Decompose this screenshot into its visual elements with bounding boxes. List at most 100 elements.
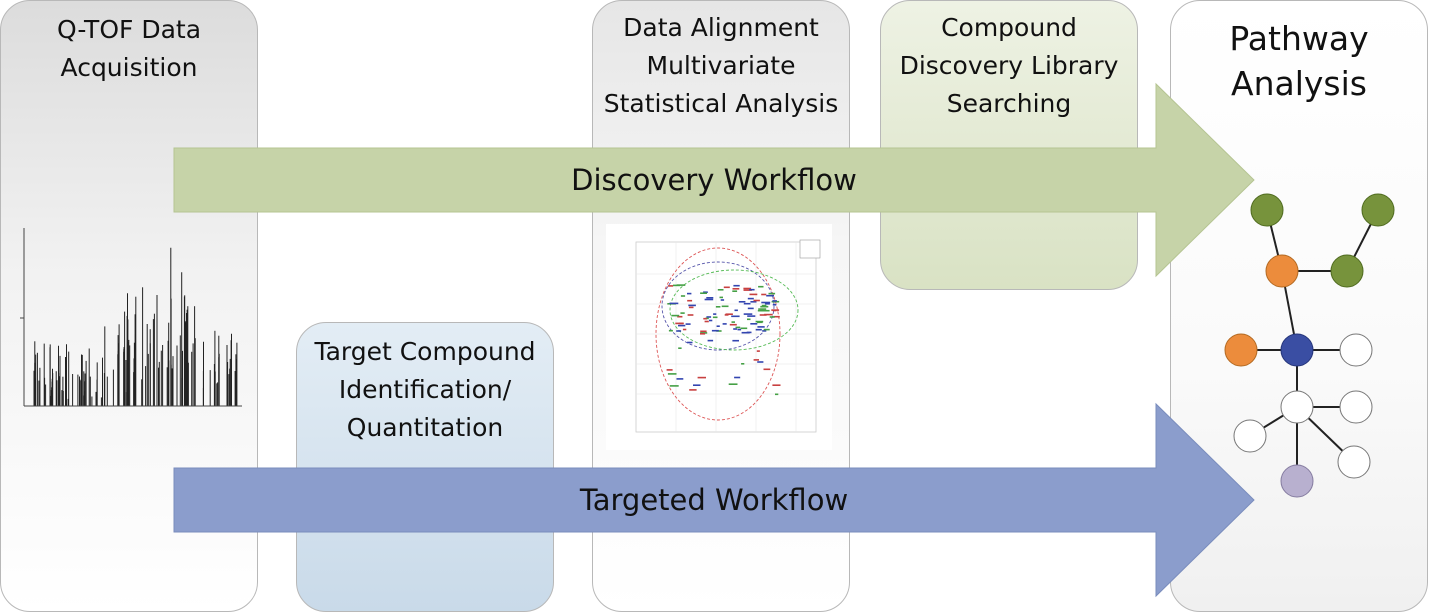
scatter-point [700, 330, 707, 333]
scatter-point [728, 383, 738, 385]
scatter-point [667, 285, 674, 287]
scatter-point [734, 376, 741, 379]
scatter-point [758, 308, 767, 310]
discovery-workflow-label: Discovery Workflow [571, 163, 857, 197]
scatter-point [743, 287, 752, 290]
scatter-point [743, 289, 752, 291]
scatter-point [706, 297, 714, 299]
scatter-point [734, 309, 738, 312]
scatter-point [687, 314, 694, 316]
targeted-workflow-label: Targeted Workflow [579, 483, 849, 517]
alignment-title-line2: Multivariate [646, 51, 796, 80]
scatter-point [678, 347, 682, 349]
scatter-point [704, 298, 714, 301]
target-title-line1: Target Compound [314, 337, 536, 366]
compound-title-line1: Compound [941, 13, 1077, 42]
scatter-point [713, 313, 717, 315]
scatter-point [719, 296, 723, 299]
acquisition-panel: Q-TOF Data Acquisition [0, 0, 258, 612]
pathway-title-line2: Analysis [1231, 64, 1367, 103]
scatter-point [716, 330, 722, 332]
alignment-title-line1: Data Alignment [623, 13, 819, 42]
scatter-point [761, 293, 767, 296]
scatter-point [688, 306, 694, 309]
scatter-point [747, 315, 756, 317]
scatter-point [716, 325, 720, 327]
scatter-point [722, 323, 727, 325]
scatter-point [743, 313, 753, 315]
scatter-point [680, 312, 685, 314]
scatter-point [757, 309, 764, 312]
scatter-point [749, 293, 758, 296]
acquisition-title-line2: Acquisition [60, 53, 198, 82]
scatter-point [723, 286, 730, 289]
scatter-point [750, 301, 757, 303]
pathway-panel: Pathway Analysis [1170, 0, 1428, 612]
scatter-point [676, 284, 686, 286]
scatter-point [761, 304, 767, 307]
compound-title-line3: Searching [946, 89, 1072, 118]
scatter-point [772, 300, 777, 302]
scatter-point [724, 314, 729, 316]
scatter-point [753, 359, 759, 361]
scatter-point [764, 313, 773, 316]
acquisition-title-line1: Q-TOF Data [56, 15, 202, 44]
scatter-point [687, 341, 693, 344]
scatter-point [703, 291, 708, 293]
pathway-title-line1: Pathway [1229, 19, 1369, 58]
scatter-point [687, 292, 692, 295]
scatter-point [749, 288, 755, 291]
scatter-point [732, 288, 740, 290]
scatter-point [753, 299, 760, 302]
scatter-point [740, 327, 748, 330]
scatter-point [685, 323, 691, 325]
scatter-point [735, 326, 741, 329]
scatter-point [676, 330, 682, 332]
scatter-point [758, 285, 764, 288]
scatter-point [704, 320, 709, 323]
scatter-point [687, 299, 693, 302]
scatter-point [741, 363, 745, 365]
target-panel: Target Compound Identification/ Quantita… [296, 322, 554, 612]
scatter-point [671, 314, 680, 317]
pca-scatter-plot [606, 224, 832, 450]
scatter-point [764, 303, 770, 305]
scatter-point [673, 284, 681, 287]
scatter-point [755, 328, 762, 331]
scatter-point [720, 299, 725, 301]
scatter-point [731, 315, 740, 318]
scatter-point [725, 313, 733, 315]
scatter-point [750, 323, 758, 325]
scatter-point [721, 305, 729, 308]
scatter-point [682, 328, 687, 331]
alignment-title-line3: Statistical Analysis [603, 89, 839, 118]
scatter-point [738, 301, 746, 303]
scatter-point [709, 319, 713, 322]
scatter-point [669, 302, 679, 305]
scatter-point [733, 328, 738, 330]
scatter-point [762, 330, 767, 332]
scatter-point [763, 368, 771, 371]
scatter-point [741, 331, 750, 334]
scatter-point [693, 384, 701, 386]
scatter-point [772, 304, 777, 306]
scatter-point [763, 328, 770, 331]
scatter-point [761, 301, 771, 304]
scatter-point [775, 393, 779, 396]
scatter-point [771, 309, 780, 311]
scatter-point [759, 314, 767, 316]
scatter-point [715, 306, 721, 308]
scatter-point [669, 385, 679, 387]
scatter-point [707, 339, 714, 342]
scatter-point [717, 289, 724, 291]
scatter-point [676, 378, 684, 380]
scatter-point [689, 389, 697, 391]
scatter-point [733, 284, 740, 287]
scatter-point [757, 361, 764, 363]
scatter-point [711, 329, 719, 332]
scatter-point [737, 328, 742, 331]
scatter-point [700, 333, 706, 335]
scatter-point [668, 329, 673, 332]
scatter-point [729, 323, 737, 326]
scatter-point [747, 307, 754, 310]
